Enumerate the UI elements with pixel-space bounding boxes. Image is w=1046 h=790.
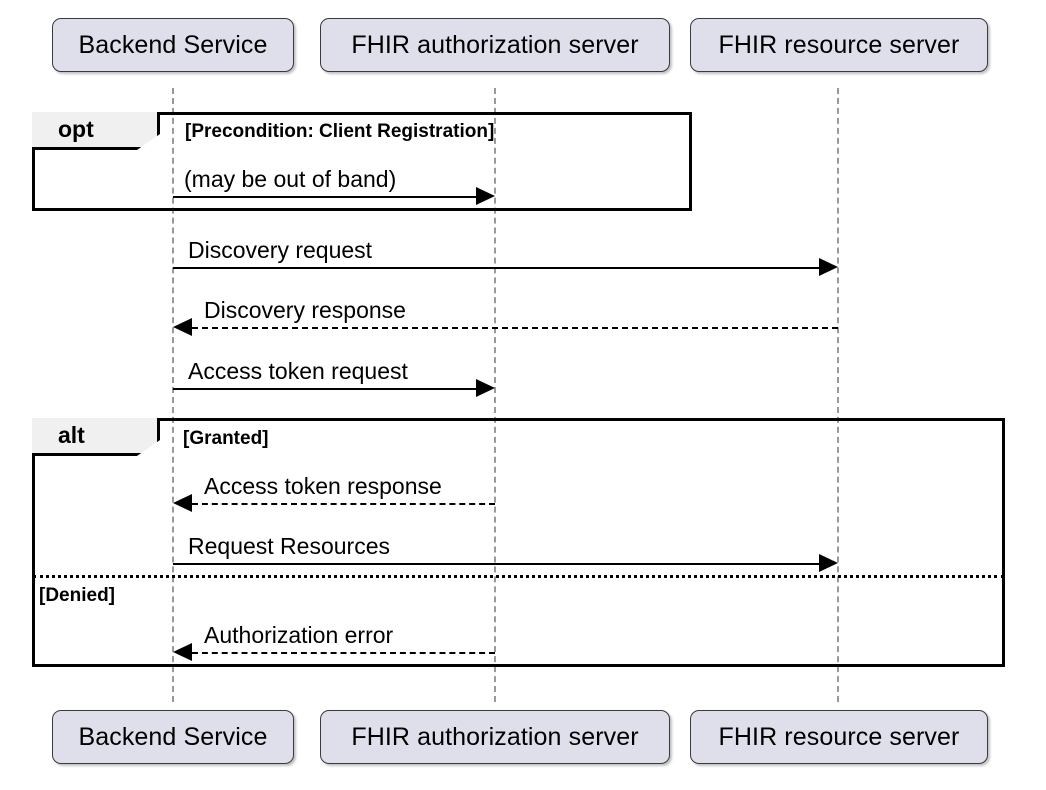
participant-footer-fhir-resource-server[interactable]: FHIR resource server [690, 710, 988, 764]
message-text: Authorization error [204, 622, 394, 648]
message-text: Discovery response [204, 297, 406, 323]
message-line-discovery-response [192, 327, 838, 329]
participant-footer-fhir-authorization-server[interactable]: FHIR authorization server [320, 710, 670, 764]
message-line-access-token-response [192, 503, 495, 505]
participant-label: FHIR authorization server [351, 30, 639, 59]
message-label-may-be-out-of-band: (may be out of band) [184, 166, 396, 193]
message-line-authorization-error [192, 652, 495, 654]
participant-label: FHIR resource server [718, 722, 960, 751]
participant-backend-service[interactable]: Backend Service [52, 18, 294, 72]
arrow-head-right-icon [819, 554, 838, 572]
message-label-authorization-error: Authorization error [204, 622, 393, 649]
message-label-access-token-request: Access token request [188, 358, 408, 385]
fragment-opt-guard: [Precondition: Client Registration] [185, 121, 494, 143]
fragment-alt-operator-tab: alt [32, 418, 160, 456]
arrow-head-right-icon [819, 258, 838, 276]
fragment-opt-client-registration [32, 112, 692, 211]
participant-label: Backend Service [78, 722, 268, 751]
fragment-operator-label: alt [58, 422, 85, 448]
participant-label: Backend Service [78, 30, 268, 59]
participant-footer-backend-service[interactable]: Backend Service [52, 710, 294, 764]
message-text: Discovery request [188, 237, 373, 263]
message-label-request-resources: Request Resources [188, 533, 390, 560]
fragment-alt-guard-granted: [Granted] [183, 428, 269, 450]
participant-fhir-resource-server[interactable]: FHIR resource server [690, 18, 988, 72]
arrow-head-left-icon [173, 494, 192, 512]
lifeline-resource [837, 88, 839, 702]
message-text: (may be out of band) [184, 166, 397, 192]
fragment-alt-guard-denied: [Denied] [39, 585, 115, 607]
fragment-guard-text: [Granted] [183, 428, 269, 449]
fragment-opt-operator-tab: opt [32, 112, 160, 150]
lifeline-authz [494, 88, 496, 702]
fragment-alt-granted-denied [32, 418, 1005, 667]
message-label-discovery-request: Discovery request [188, 237, 372, 264]
message-label-access-token-response: Access token response [204, 473, 442, 500]
participant-label: FHIR resource server [718, 30, 960, 59]
arrow-head-right-icon [476, 379, 495, 397]
fragment-guard-text: [Denied] [39, 585, 115, 606]
message-label-discovery-response: Discovery response [204, 297, 406, 324]
fragment-guard-text: [Precondition: Client Registration] [185, 121, 495, 142]
fragment-operator-label: opt [58, 116, 94, 142]
participant-label: FHIR authorization server [351, 722, 639, 751]
message-line-request-resources [173, 563, 819, 565]
arrow-head-right-icon [476, 187, 495, 205]
message-line-access-token-request [173, 388, 476, 390]
message-text: Access token response [204, 473, 442, 499]
message-text: Request Resources [188, 533, 390, 559]
message-line-may-be-out-of-band [173, 196, 476, 198]
lifeline-backend [172, 88, 174, 702]
message-line-discovery-request [173, 267, 819, 269]
message-text: Access token request [188, 358, 408, 384]
arrow-head-left-icon [173, 643, 192, 661]
fragment-alt-divider [33, 575, 1004, 578]
arrow-head-left-icon [173, 318, 192, 336]
participant-fhir-authorization-server[interactable]: FHIR authorization server [320, 18, 670, 72]
